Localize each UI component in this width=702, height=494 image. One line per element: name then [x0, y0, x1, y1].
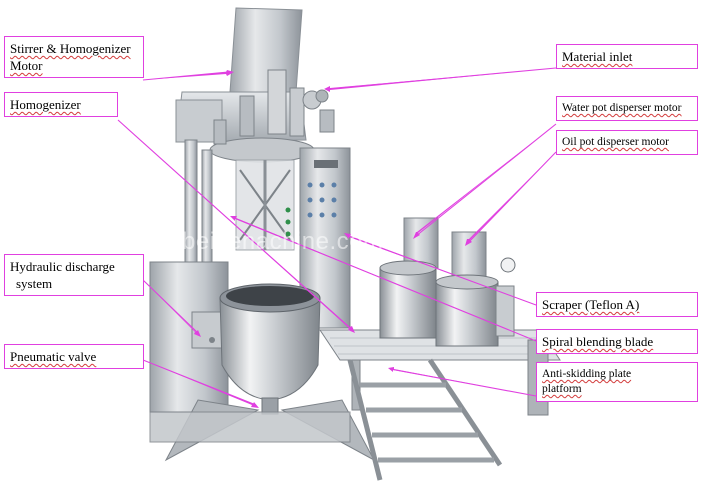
label-water-pot-motor: Water pot disperser motor	[556, 96, 698, 121]
pre-mixing-pots	[379, 217, 516, 347]
callout-lines	[117, 67, 557, 406]
label-anti-skid-platform: Anti-skidding plate platform	[536, 362, 698, 402]
watermark-text: beiyenachine.com	[182, 228, 384, 255]
label-stirrer-motor-line1: Stirrer & Homogenizer	[10, 41, 131, 56]
label-scraper: Scraper (Teflon A)	[536, 292, 698, 317]
label-homogenizer: Homogenizer	[4, 92, 118, 117]
stairs	[347, 358, 503, 481]
label-pneumatic-valve: Pneumatic valve	[4, 344, 144, 369]
label-hydraulic-discharge: Hydraulic discharge system	[4, 254, 144, 296]
main-vessel	[219, 283, 321, 415]
label-stirrer-motor: Stirrer & Homogenizer Motor	[4, 36, 144, 78]
label-material-inlet: Material inlet	[556, 44, 698, 69]
label-spiral-blade: Spiral blending blade	[536, 329, 698, 354]
vessel-stand	[149, 399, 376, 462]
label-oil-pot-motor: Oil pot disperser motor	[556, 130, 698, 155]
label-stirrer-motor-line2: Motor	[10, 58, 43, 73]
